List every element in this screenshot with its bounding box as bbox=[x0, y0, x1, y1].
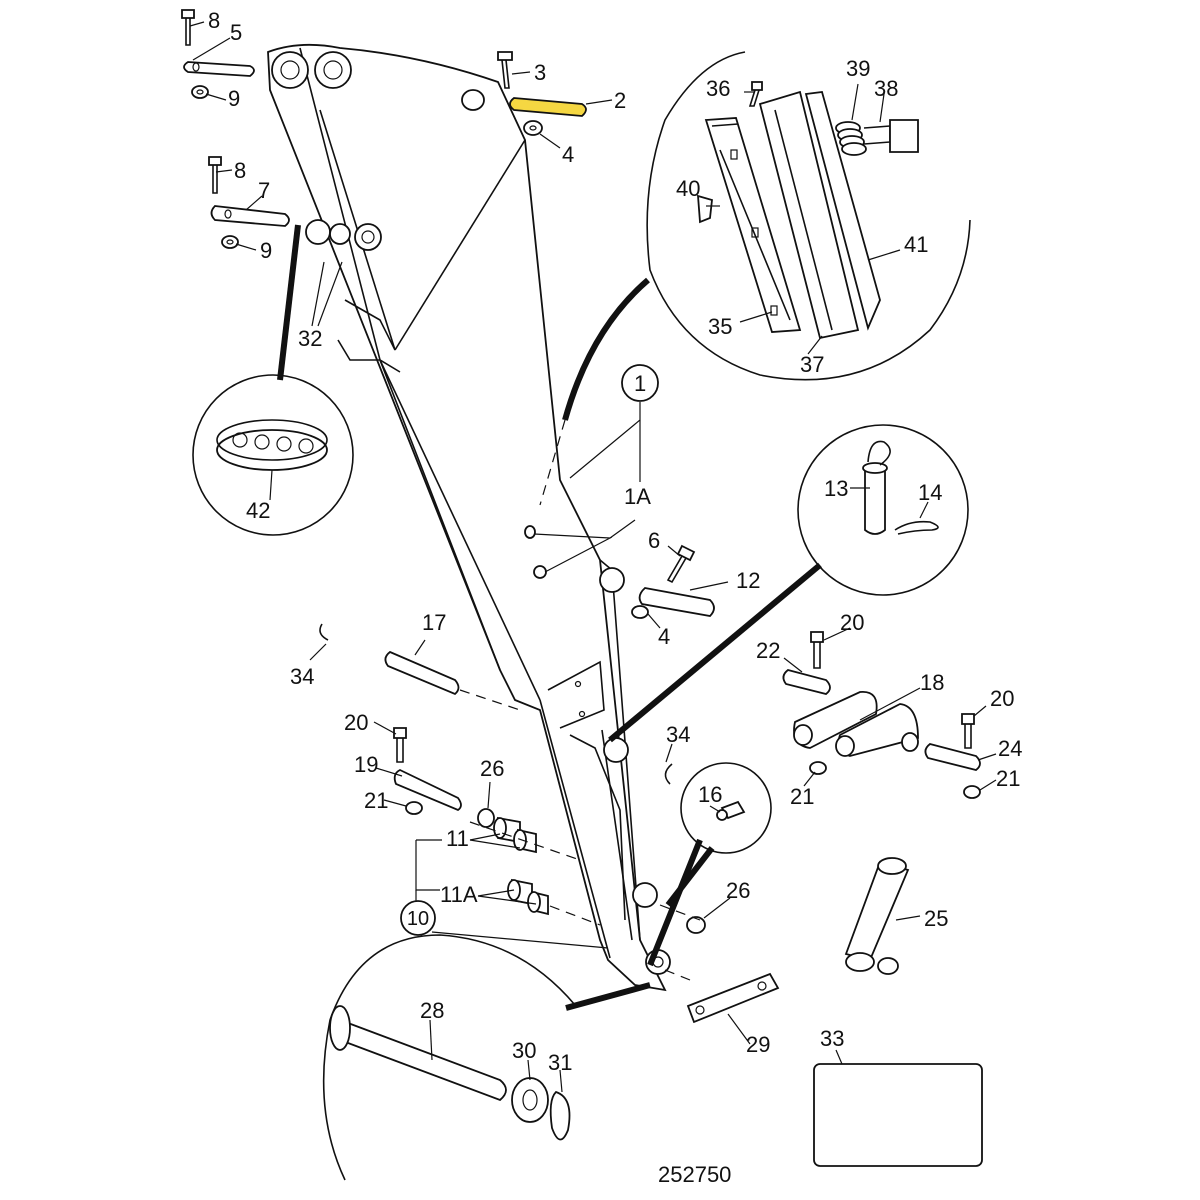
label-42: 42 bbox=[246, 498, 270, 523]
pin-2-highlighted[interactable] bbox=[509, 97, 587, 117]
label-40: 40 bbox=[676, 176, 700, 201]
label-34-right: 34 bbox=[666, 722, 690, 747]
nut-21-left bbox=[405, 801, 423, 815]
bolt-20-mid bbox=[810, 631, 824, 669]
label-19: 19 bbox=[354, 752, 378, 777]
circlip-34-right bbox=[664, 763, 673, 785]
bolt-38 bbox=[863, 119, 919, 153]
pin-17 bbox=[384, 650, 521, 711]
spring-39 bbox=[835, 121, 867, 156]
pin-12 bbox=[638, 587, 715, 617]
bolt-8-top bbox=[181, 9, 195, 46]
nut-4-mid bbox=[631, 605, 649, 619]
pin-7 bbox=[210, 205, 290, 227]
label-31: 31 bbox=[548, 1050, 572, 1075]
label-30: 30 bbox=[512, 1038, 536, 1063]
label-4-mid: 4 bbox=[658, 624, 670, 649]
label-35: 35 bbox=[708, 314, 732, 339]
label-20-mid: 20 bbox=[840, 610, 864, 635]
label-4-top: 4 bbox=[562, 142, 574, 167]
ring-26-right bbox=[686, 916, 706, 934]
label-18: 18 bbox=[920, 670, 944, 695]
label-28: 28 bbox=[420, 998, 444, 1023]
plate-29 bbox=[686, 972, 780, 1024]
label-1: 1 bbox=[634, 371, 646, 396]
pin-24 bbox=[924, 743, 981, 771]
label-22: 22 bbox=[756, 638, 780, 663]
label-36: 36 bbox=[706, 76, 730, 101]
detail-wear-pads bbox=[539, 51, 971, 506]
nut-9-mid bbox=[221, 235, 239, 249]
label-20-left: 20 bbox=[344, 710, 368, 735]
callout-circle-10 bbox=[400, 900, 436, 936]
nut-9-top bbox=[191, 85, 209, 99]
bolt-6 bbox=[666, 544, 696, 584]
bolt-20-right bbox=[961, 713, 975, 749]
label-21-mid: 21 bbox=[790, 784, 814, 809]
circlip-34-left bbox=[319, 623, 329, 641]
label-32: 32 bbox=[298, 326, 322, 351]
label-12: 12 bbox=[736, 568, 760, 593]
nut-21-mid bbox=[809, 761, 827, 775]
label-16: 16 bbox=[698, 782, 722, 807]
nut-21-right bbox=[963, 785, 981, 799]
drawing-number: 252750 bbox=[658, 1162, 731, 1187]
label-11: 11 bbox=[446, 826, 469, 851]
label-37: 37 bbox=[800, 352, 824, 377]
label-2: 2 bbox=[614, 88, 626, 113]
label-1a: 1A bbox=[624, 484, 651, 509]
label-39: 39 bbox=[846, 56, 870, 81]
washers-1a bbox=[524, 525, 547, 579]
label-41: 41 bbox=[904, 232, 928, 257]
label-26-left: 26 bbox=[480, 756, 504, 781]
part-labels: 8 5 9 8 7 9 3 2 4 32 1 1A 6 12 4 17 34 3… bbox=[208, 8, 1022, 1187]
label-24: 24 bbox=[998, 736, 1022, 761]
label-21-right: 21 bbox=[996, 766, 1020, 791]
nut-4-top bbox=[523, 120, 543, 136]
label-20-right: 20 bbox=[990, 686, 1014, 711]
label-13: 13 bbox=[824, 476, 848, 501]
detail-pin-13-14 bbox=[608, 424, 969, 743]
label-10: 10 bbox=[407, 908, 429, 930]
link-18 bbox=[793, 691, 919, 757]
label-5: 5 bbox=[230, 20, 242, 45]
label-29: 29 bbox=[746, 1032, 770, 1057]
bushings-11 bbox=[493, 816, 537, 854]
detail-grease-16 bbox=[647, 762, 772, 967]
pin-19 bbox=[393, 768, 462, 812]
label-9-top: 9 bbox=[228, 86, 240, 111]
label-9-mid: 9 bbox=[260, 238, 272, 263]
bolt-8-mid bbox=[208, 156, 222, 194]
label-3: 3 bbox=[534, 60, 546, 85]
boom-arm bbox=[267, 43, 671, 992]
bolt-20-left bbox=[393, 727, 407, 763]
pin-5 bbox=[183, 61, 255, 77]
label-6: 6 bbox=[648, 528, 660, 553]
label-25: 25 bbox=[924, 906, 948, 931]
detail-bushing-42 bbox=[192, 224, 354, 536]
label-11a: 11A bbox=[440, 882, 478, 907]
label-14: 14 bbox=[918, 480, 942, 505]
label-8-top: 8 bbox=[208, 8, 220, 33]
bushings-11a bbox=[507, 878, 549, 916]
label-26-right: 26 bbox=[726, 878, 750, 903]
label-21-left: 21 bbox=[364, 788, 388, 813]
label-7: 7 bbox=[258, 178, 270, 203]
decal-33 bbox=[813, 1063, 983, 1167]
label-8-mid: 8 bbox=[234, 158, 246, 183]
ring-26-left bbox=[477, 808, 495, 828]
detail-bottom-pin bbox=[322, 934, 651, 1181]
callout-circle-1 bbox=[621, 364, 659, 402]
label-17: 17 bbox=[422, 610, 446, 635]
pin-22 bbox=[782, 669, 831, 695]
bolt-3 bbox=[497, 51, 513, 89]
link-25 bbox=[844, 857, 910, 975]
label-33: 33 bbox=[820, 1026, 844, 1051]
label-38: 38 bbox=[874, 76, 898, 101]
label-34-left: 34 bbox=[290, 664, 314, 689]
leader-lines bbox=[189, 21, 997, 1093]
